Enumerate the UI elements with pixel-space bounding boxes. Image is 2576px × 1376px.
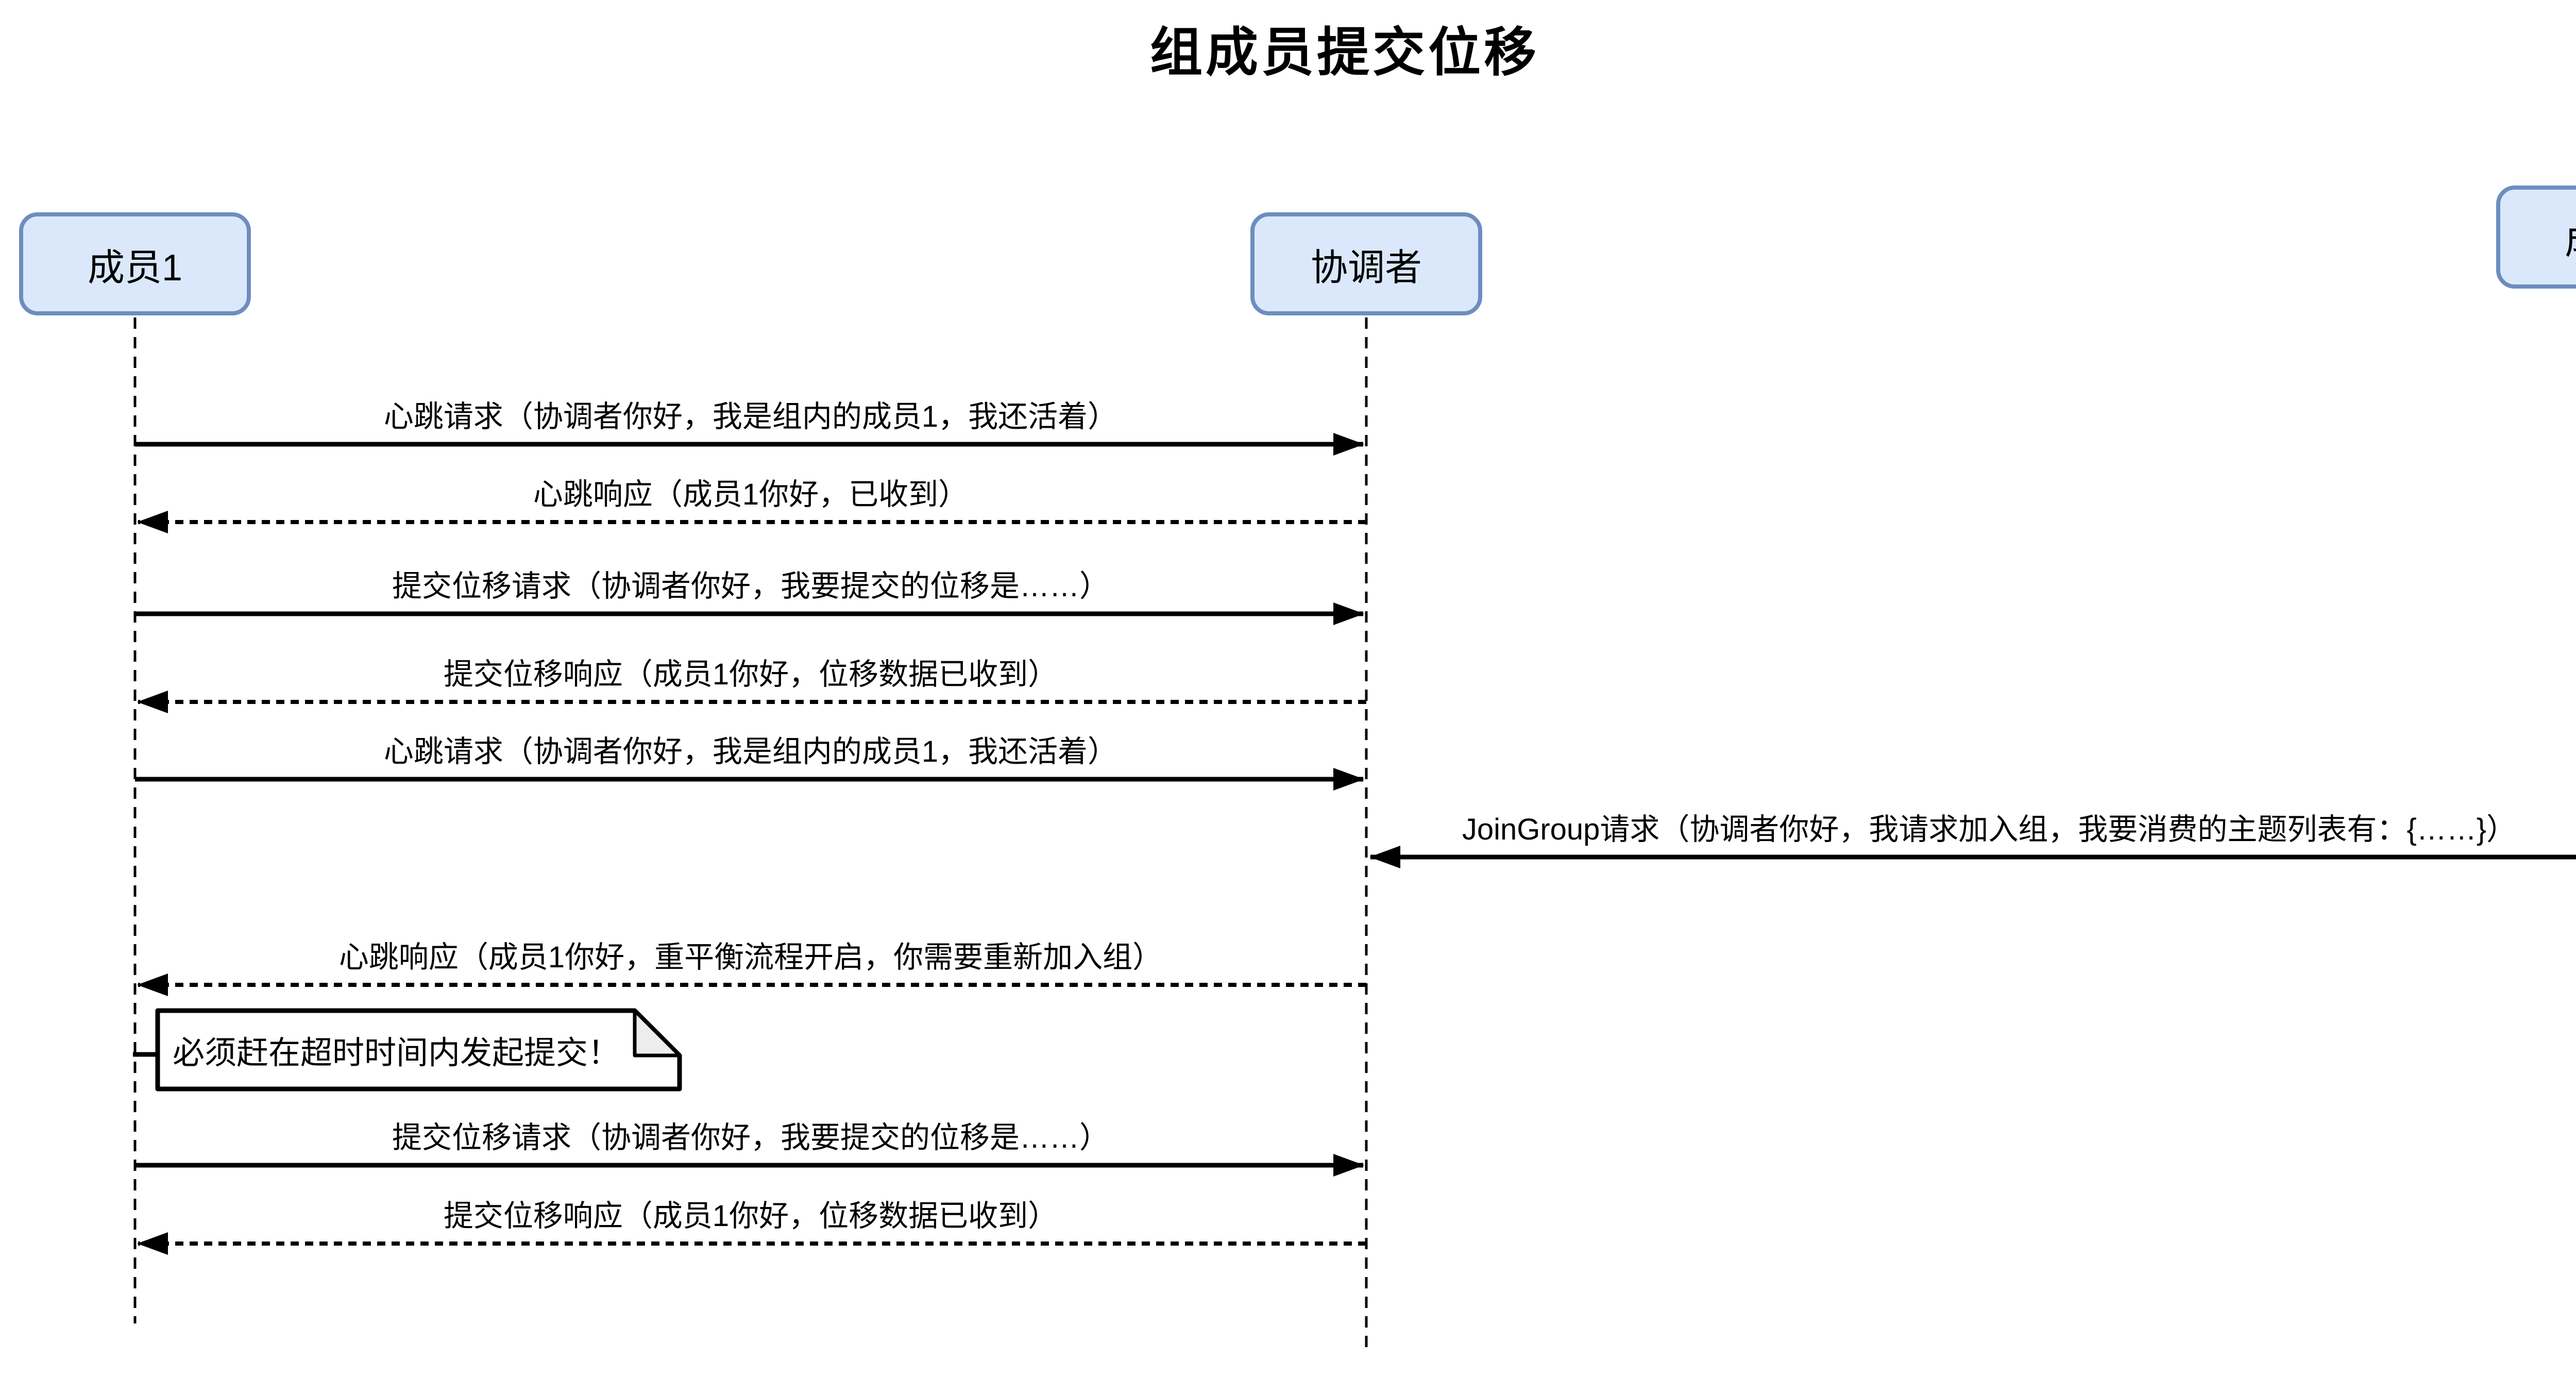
message-label-commit-offset-response-1: 提交位移响应（成员1你好，位移数据已收到） [443, 658, 1058, 691]
participant-member1: 成员1 [19, 212, 251, 315]
message-label-commit-offset-request-1: 提交位移请求（协调者你好，我要提交的位移是……） [392, 569, 1109, 603]
participant-member1-label: 成员1 [87, 247, 183, 289]
message-label-heartbeat-request-1: 心跳请求（协调者你好，我是组内的成员1，我还活着） [383, 400, 1118, 433]
note-folded-corner [633, 1009, 682, 1058]
message-label-heartbeat-response-rebalance: 心跳响应（成员1你好，重平衡流程开启，你需要重新加入组） [338, 941, 1163, 974]
message-label-heartbeat-request-2: 心跳请求（协调者你好，我是组内的成员1，我还活着） [383, 735, 1118, 768]
message-label-commit-offset-request-2: 提交位移请求（协调者你好，我要提交的位移是……） [392, 1121, 1109, 1154]
diagram-title: 组成员提交位移 [1150, 23, 1539, 82]
message-label-commit-offset-response-2: 提交位移响应（成员1你好，位移数据已收到） [443, 1199, 1058, 1233]
message-label-joingroup-request: JoinGroup请求（协调者你好，我请求加入组，我要消费的主题列表有：{……}… [1462, 813, 2517, 846]
note-shape [155, 1008, 682, 1092]
participant-coordinator-label: 协调者 [1310, 247, 1422, 289]
note-text: 必须赶在超时时间内发起提交！ [172, 1035, 620, 1071]
message-label-heartbeat-response-1: 心跳响应（成员1你好，已收到） [533, 478, 969, 511]
participant-member2: 成员2 [2496, 186, 2576, 289]
participant-member2-label: 成员2 [2565, 210, 2576, 264]
participant-coordinator: 协调者 [1250, 212, 1482, 315]
